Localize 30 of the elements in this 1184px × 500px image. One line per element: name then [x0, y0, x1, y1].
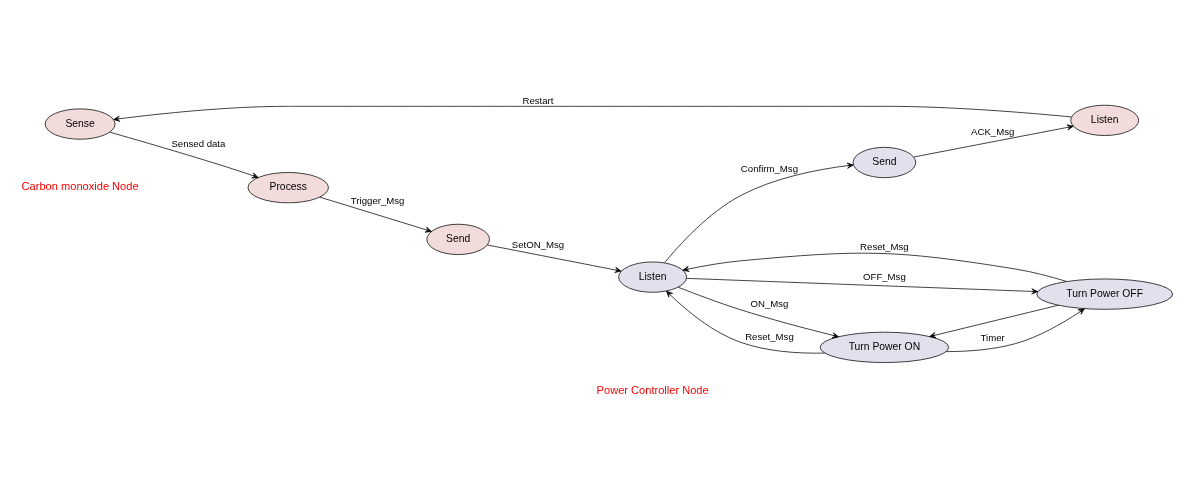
edge-label: Timer: [980, 331, 1005, 343]
edge-label: ON_Msg: [750, 297, 789, 309]
arrow: [929, 304, 1059, 338]
node-ellipse: Turn Power OFF: [1036, 278, 1173, 310]
arrow: [319, 196, 432, 233]
edge-label: Trigger_Msg: [350, 194, 405, 206]
arrow: [677, 286, 839, 338]
arrow: [113, 105, 1072, 122]
node-ellipse: Listen: [1070, 104, 1139, 136]
edge-label: Restart: [522, 94, 554, 106]
edge-label: ACK_Msg: [971, 125, 1015, 137]
edge-label: OFF_Msg: [863, 270, 906, 282]
arrow: [487, 244, 622, 273]
node-ellipse: Sense: [44, 108, 116, 140]
arrow: [913, 123, 1074, 157]
arrow: [109, 131, 259, 178]
arrow: [945, 307, 1085, 352]
node-ellipse: Send: [852, 146, 917, 178]
arrow: [682, 252, 1067, 282]
node-ellipse: Listen: [618, 261, 687, 293]
label: Power Controller Node: [596, 383, 709, 396]
edge-label: Reset_Msg: [745, 330, 794, 342]
arrow: [664, 162, 854, 263]
edge-label: Sensed data: [171, 137, 226, 149]
edge-label: Confirm_Msg: [740, 162, 799, 174]
label: Carbon monoxide Node: [21, 179, 139, 192]
arrow: [666, 290, 825, 354]
arrow: [686, 277, 1038, 294]
edge-label: SetON_Msg: [511, 238, 565, 250]
edge-label: Reset_Msg: [860, 240, 909, 252]
